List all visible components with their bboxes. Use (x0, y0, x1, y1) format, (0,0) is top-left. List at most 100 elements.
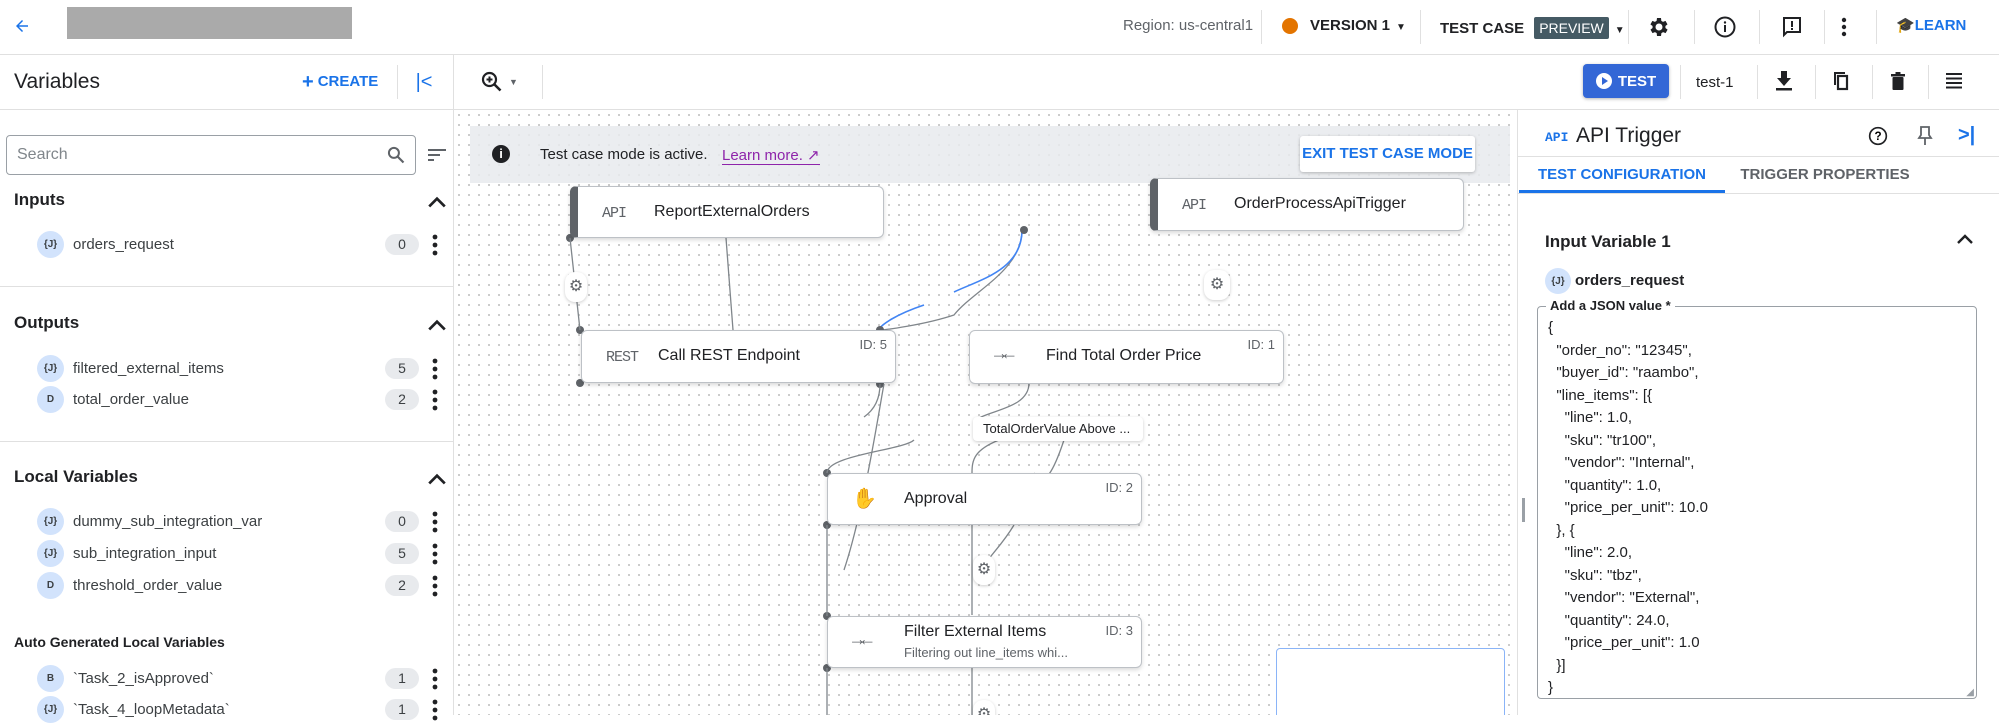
variable-row[interactable]: {J} dummy_sub_integration_var 0 (0, 508, 454, 536)
variable-name: dummy_sub_integration_var (73, 513, 263, 530)
json-line: "buyer_id": "raambo", (1548, 364, 1699, 381)
exit-test-case-mode-button[interactable]: EXIT TEST CASE MODE (1300, 136, 1475, 172)
more-vert-icon[interactable] (428, 667, 442, 691)
section-divider (0, 286, 454, 287)
json-field-label: Add a JSON value * (1546, 298, 1675, 313)
redacted-title (67, 7, 352, 39)
edge-condition-gear-icon[interactable]: ⚙ (1204, 270, 1230, 300)
resize-grip-icon[interactable]: ◢ (1966, 687, 1974, 698)
usage-count-badge: 1 (385, 699, 419, 720)
test-case-name[interactable]: test-1 (1696, 74, 1734, 91)
chevron-up-icon[interactable] (1956, 232, 1974, 246)
caret-down-icon: ▼ (1396, 22, 1406, 33)
panel-title: API Trigger (1576, 124, 1682, 147)
version-dropdown[interactable]: VERSION 1▼ (1310, 17, 1406, 34)
learn-more-link[interactable]: Learn more. ↗ (722, 147, 820, 165)
section-heading: Outputs (14, 313, 80, 332)
search-input[interactable] (6, 135, 416, 175)
variable-type-badge: {J} (37, 508, 64, 535)
section-heading: Local Variables (14, 467, 138, 486)
usage-count-badge: 5 (385, 358, 419, 379)
json-line: "line_items": [{ (1548, 386, 1653, 404)
minimap[interactable] (1276, 648, 1505, 715)
more-vert-icon[interactable] (428, 574, 442, 598)
more-vert-icon[interactable] (428, 510, 442, 534)
section-divider (0, 441, 454, 442)
toolbar: Variables +CREATE |< ▼ TEST test-1 (0, 55, 1999, 110)
caret-down-icon: ▼ (1614, 25, 1625, 36)
variable-name: orders_request (73, 236, 174, 253)
json-value-textarea[interactable]: Add a JSON value * { "order_no": "12345"… (1537, 298, 1977, 699)
chevron-up-icon[interactable] (427, 469, 447, 489)
external-link-icon: ↗ (807, 147, 820, 164)
variable-type-badge: D (37, 572, 64, 599)
list-view-icon[interactable] (1941, 68, 1967, 94)
create-variable-button[interactable]: +CREATE (302, 71, 379, 93)
tab-trigger-properties[interactable]: TRIGGER PROPERTIES (1740, 166, 1910, 183)
variable-name: `Task_4_loopMetadata` (73, 701, 230, 718)
more-vert-icon[interactable] (428, 542, 442, 566)
edge-condition-gear-icon[interactable]: ⚙ (973, 555, 995, 585)
learn-button[interactable]: 🎓LEARN (1896, 17, 1967, 34)
integration-canvas[interactable]: i Test case mode is active. Learn more. … (454, 110, 1517, 715)
edge-condition-label[interactable]: TotalOrderValue Above ... (973, 417, 1143, 441)
variable-name: sub_integration_input (73, 545, 217, 562)
info-icon[interactable] (1710, 12, 1740, 42)
sort-filter-icon[interactable] (428, 148, 446, 162)
variable-name: total_order_value (73, 391, 189, 408)
search-icon[interactable] (386, 145, 406, 165)
api-icon: API (602, 205, 627, 222)
edge-condition-gear-icon[interactable]: ⚙ (565, 272, 587, 302)
input-variable-heading: Input Variable 1 (1545, 232, 1671, 251)
chevron-up-icon[interactable] (427, 315, 447, 335)
delete-icon[interactable] (1885, 68, 1911, 94)
back-arrow-icon[interactable] (8, 12, 36, 40)
variable-type-badge: {J} (37, 540, 64, 567)
variable-row[interactable]: B`Task_2_isApproved`1 (0, 665, 454, 693)
more-vert-icon[interactable] (428, 357, 442, 381)
collapse-panel-icon[interactable]: |< (415, 70, 433, 93)
variable-type-badge: {J} (37, 355, 64, 382)
usage-count-badge: 0 (385, 511, 419, 532)
zoom-dropdown[interactable]: ▼ (474, 67, 524, 97)
copy-icon[interactable] (1828, 68, 1854, 94)
api-trigger-panel: API API Trigger ? >| TEST CONFIGURATION … (1517, 110, 1999, 715)
settings-gear-icon[interactable] (1644, 12, 1674, 42)
variable-name: threshold_order_value (73, 577, 223, 594)
banner-text: Test case mode is active. (540, 146, 708, 163)
pin-icon[interactable] (1917, 126, 1933, 146)
json-line: "sku": "tr100", (1548, 431, 1657, 449)
collapse-panel-icon[interactable]: >| (1958, 124, 1976, 146)
chevron-up-icon[interactable] (427, 192, 447, 212)
download-icon[interactable] (1771, 68, 1797, 94)
tab-test-configuration[interactable]: TEST CONFIGURATION (1519, 157, 1725, 193)
edge-condition-gear-icon[interactable]: ⚙ (973, 700, 995, 715)
json-line: "line": 1.0, (1548, 409, 1633, 426)
more-vert-icon[interactable] (428, 698, 442, 722)
resize-handle[interactable] (1522, 498, 1525, 522)
feedback-icon[interactable] (1777, 12, 1807, 42)
help-icon[interactable]: ? (1868, 126, 1888, 146)
run-test-button[interactable]: TEST (1583, 64, 1669, 98)
zoom-in-icon (481, 71, 502, 92)
variable-row[interactable]: {J}`Task_4_loopMetadata`1 (0, 696, 454, 724)
hand-approval-icon: ✋ (852, 489, 877, 512)
rest-icon: REST (606, 349, 639, 366)
json-line: "price_per_unit": 10.0 (1548, 499, 1708, 516)
more-vert-icon[interactable] (1835, 12, 1853, 42)
more-vert-icon[interactable] (428, 233, 442, 257)
json-line: "vendor": "External", (1548, 589, 1700, 606)
more-vert-icon[interactable] (428, 388, 442, 412)
